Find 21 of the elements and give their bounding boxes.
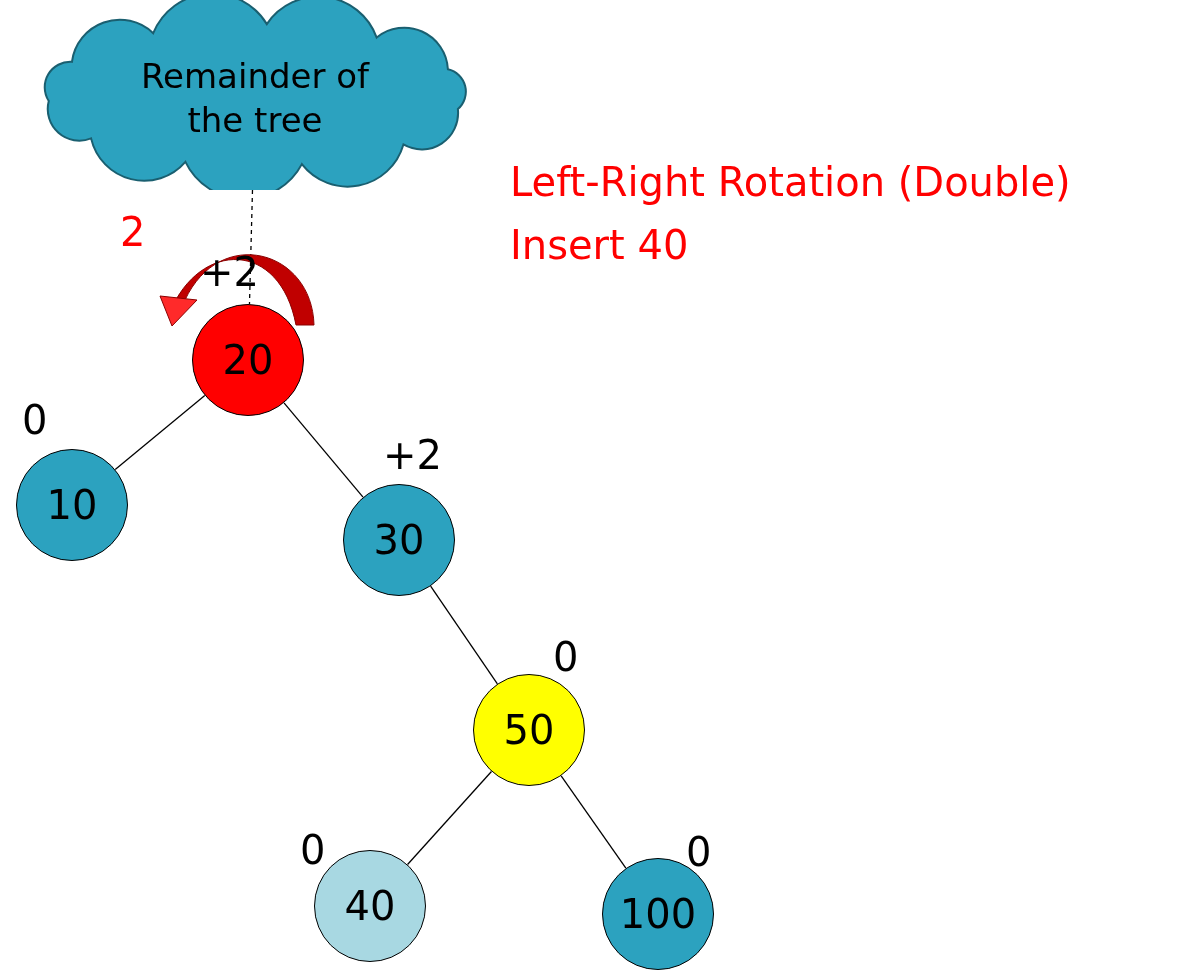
balance-factor: 0 (553, 637, 579, 677)
node-value: 10 (46, 481, 98, 530)
balance-factor: 0 (300, 830, 326, 870)
balance-factor: 0 (686, 832, 712, 872)
balance-factor: 0 (22, 400, 48, 440)
step-number: 2 (120, 212, 146, 252)
node-label: Remainder of the tree (140, 54, 371, 142)
balance-factor: +2 (200, 252, 259, 292)
tree-edge (429, 585, 499, 685)
node-value: 50 (503, 706, 555, 755)
node-value: 30 (373, 516, 425, 565)
dashed-line (248, 189, 254, 305)
balance-factor: +2 (383, 435, 442, 475)
node-value: 40 (344, 882, 396, 931)
tree-edge (406, 770, 493, 866)
subtitle: Insert 40 (510, 225, 689, 265)
tree-edge (114, 394, 206, 471)
node-value: 100 (619, 890, 697, 939)
tree-edge (560, 775, 627, 869)
tree-edge (283, 402, 364, 498)
node-value: 20 (222, 336, 274, 385)
